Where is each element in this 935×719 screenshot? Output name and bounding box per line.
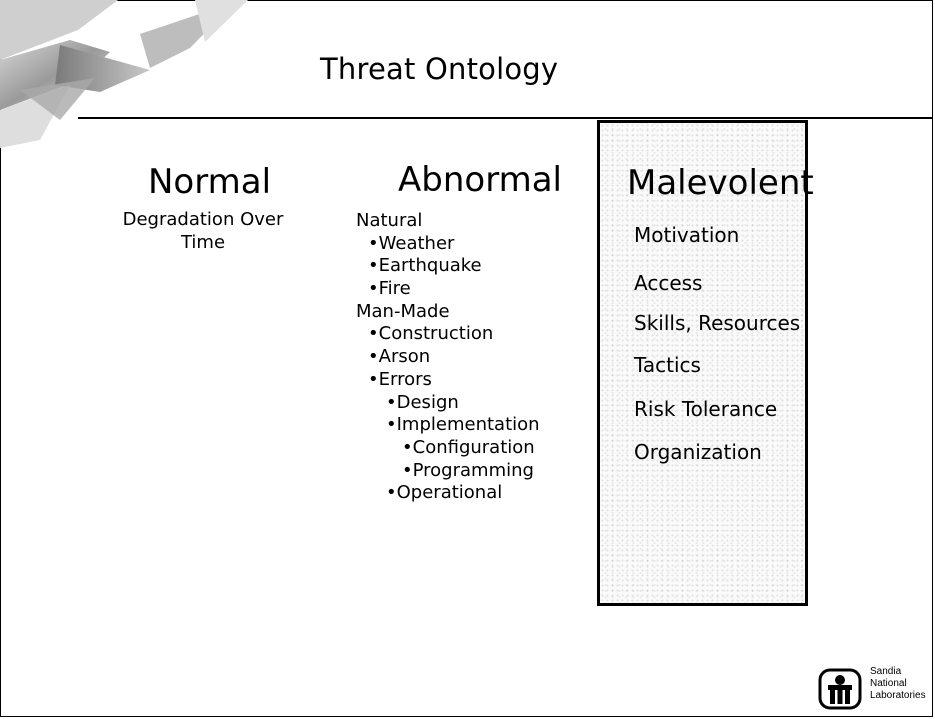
abnormal-item: Natural: [356, 210, 540, 233]
abnormal-item-label: Man-Made: [356, 300, 450, 322]
normal-subtitle-line1: Degradation Over: [122, 209, 284, 230]
bullet-icon: •: [402, 459, 413, 481]
abnormal-item-label: Errors: [378, 368, 432, 390]
abnormal-item: •Fire: [356, 278, 540, 301]
malevolent-item: Motivation: [634, 223, 740, 247]
abnormal-item: •Arson: [356, 346, 540, 369]
abnormal-item-label: Natural: [356, 210, 423, 231]
abnormal-item: Man-Made: [356, 301, 540, 324]
malevolent-heading: Malevolent: [627, 163, 814, 203]
abnormal-item: •Earthquake: [356, 255, 540, 278]
abnormal-item: •Operational: [356, 482, 540, 505]
normal-heading: Normal: [148, 162, 272, 202]
bullet-icon: •: [368, 323, 379, 345]
abnormal-item: •Configuration: [356, 437, 540, 460]
bullet-icon: •: [368, 278, 379, 300]
logo-line3: Laboratories: [870, 690, 926, 701]
abnormal-item-label: Fire: [378, 278, 411, 300]
abnormal-item-label: Operational: [396, 482, 503, 504]
normal-subtitle: Degradation Over Time: [98, 208, 308, 254]
logo-line1: Sandia: [870, 666, 902, 677]
malevolent-box: [597, 120, 808, 606]
malevolent-item: Tactics: [634, 353, 701, 377]
slide-title: Threat Ontology: [320, 52, 559, 86]
bullet-icon: •: [368, 255, 379, 277]
bullet-icon: •: [368, 346, 379, 368]
abnormal-item-label: Weather: [378, 232, 455, 254]
abnormal-item-label: Programming: [412, 459, 534, 481]
abnormal-item: •Programming: [356, 460, 540, 483]
bullet-icon: •: [386, 391, 397, 413]
abnormal-item-label: Construction: [378, 323, 494, 345]
malevolent-item: Access: [634, 271, 703, 295]
abnormal-item: •Errors: [356, 369, 540, 392]
abnormal-item-label: Design: [396, 391, 459, 413]
abnormal-item-label: Configuration: [412, 436, 535, 458]
malevolent-item: Risk Tolerance: [634, 397, 778, 421]
abnormal-heading: Abnormal: [398, 160, 562, 200]
malevolent-item: Skills, Resources: [634, 311, 801, 335]
logo-line2: National: [870, 678, 907, 689]
abnormal-item: •Weather: [356, 233, 540, 256]
malevolent-item: Organization: [634, 440, 762, 464]
abnormal-item: •Implementation: [356, 414, 540, 437]
title-divider: [78, 117, 932, 119]
sandia-logo-icon: [818, 668, 862, 710]
abnormal-item-label: Earthquake: [378, 255, 482, 277]
bullet-icon: •: [402, 436, 413, 458]
abnormal-item: •Design: [356, 392, 540, 415]
bullet-icon: •: [368, 232, 379, 254]
abnormal-item: •Construction: [356, 323, 540, 346]
star-decoration: [0, 0, 248, 148]
bullet-icon: •: [386, 482, 397, 504]
abnormal-item-label: Implementation: [396, 414, 540, 436]
normal-subtitle-line2: Time: [180, 232, 226, 253]
bullet-icon: •: [368, 368, 379, 390]
bullet-icon: •: [386, 414, 397, 436]
abnormal-item-label: Arson: [378, 346, 431, 368]
sandia-logo-text: Sandia National Laboratories: [870, 666, 926, 702]
